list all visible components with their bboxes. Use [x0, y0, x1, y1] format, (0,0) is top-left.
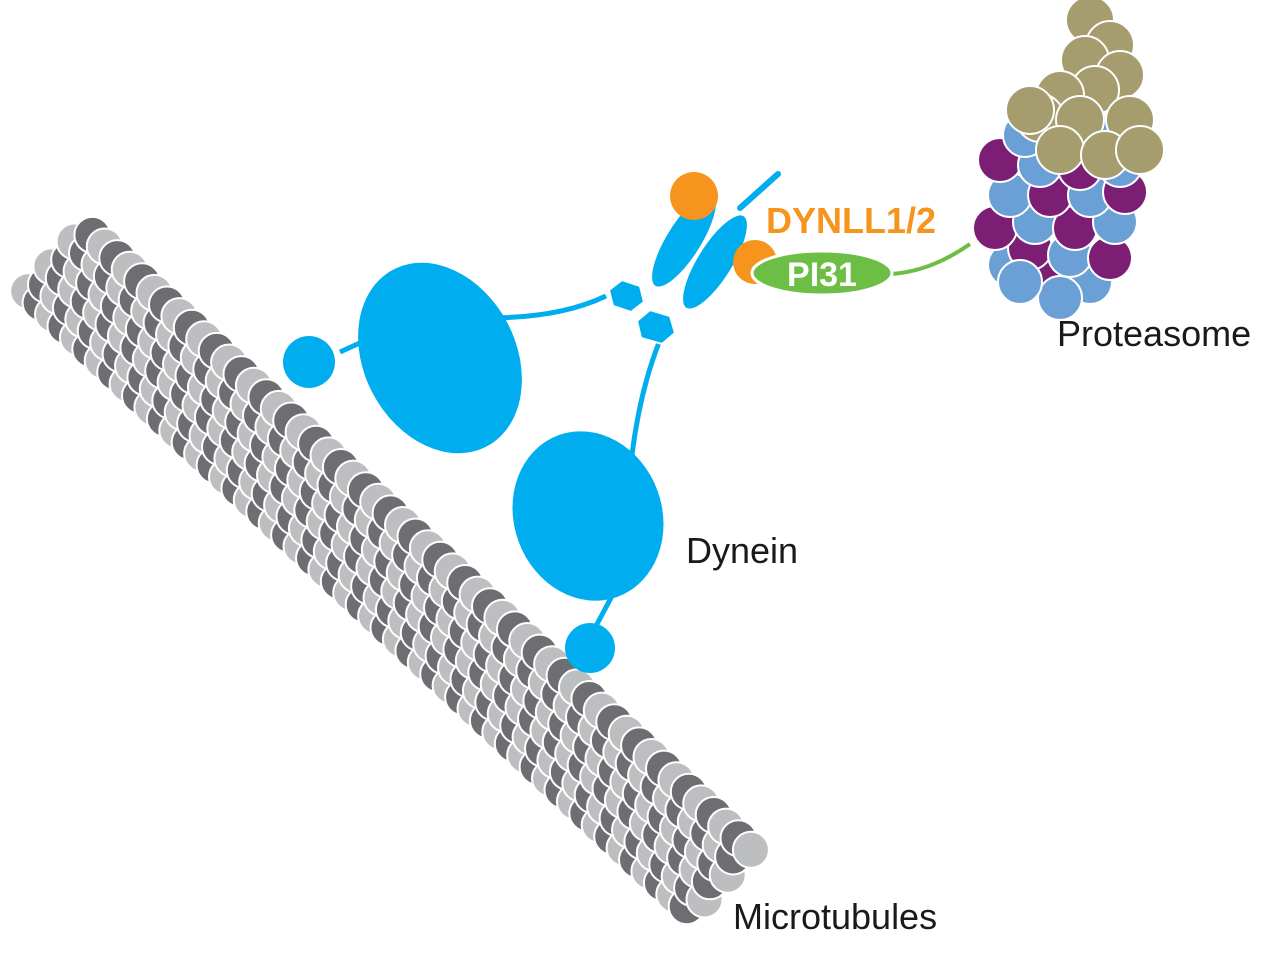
pi31-tether: [889, 242, 972, 276]
proteasome-subunit: [1005, 85, 1055, 135]
dynein-hexagon-2: [635, 308, 677, 346]
tubulin-subunit: [731, 830, 770, 869]
proteasome-subunit: [997, 259, 1043, 305]
dynein-hexagon-1: [607, 278, 646, 314]
dynein-stalk-upper: [338, 339, 364, 355]
dynein-stalk-lower: [593, 594, 615, 628]
pi31-label: PI31: [787, 256, 857, 294]
proteasome-subunit: [1115, 125, 1165, 175]
dynein-binding-domain-2: [565, 623, 615, 673]
dynein-linker-upper: [487, 293, 608, 321]
proteasome-label: Proteasome: [1057, 313, 1251, 354]
dynein-label: Dynein: [686, 530, 798, 571]
proteasome-subunit: [1035, 125, 1085, 175]
pi31-oval: [750, 249, 894, 297]
dynll-subunit-1: [670, 172, 718, 220]
dynein-binding-domain-1: [283, 336, 335, 388]
microtubules-label: Microtubules: [733, 896, 937, 937]
dynein-tail-line: [737, 171, 781, 211]
pi31-adaptor: PI31: [750, 242, 972, 297]
dynein-motor-head-2: [512, 431, 664, 601]
dynein-complex: [283, 171, 781, 673]
proteasome-complex: [972, 0, 1165, 321]
dynein-linker-lower: [629, 339, 663, 456]
microtubule-filament: [9, 215, 770, 926]
dynein-intermediate-chain-2: [681, 213, 749, 311]
dynll-label: DYNLL1/2: [766, 200, 936, 241]
proteasome-subunit: [1037, 275, 1083, 321]
dynein-motor-head-1: [358, 262, 522, 454]
